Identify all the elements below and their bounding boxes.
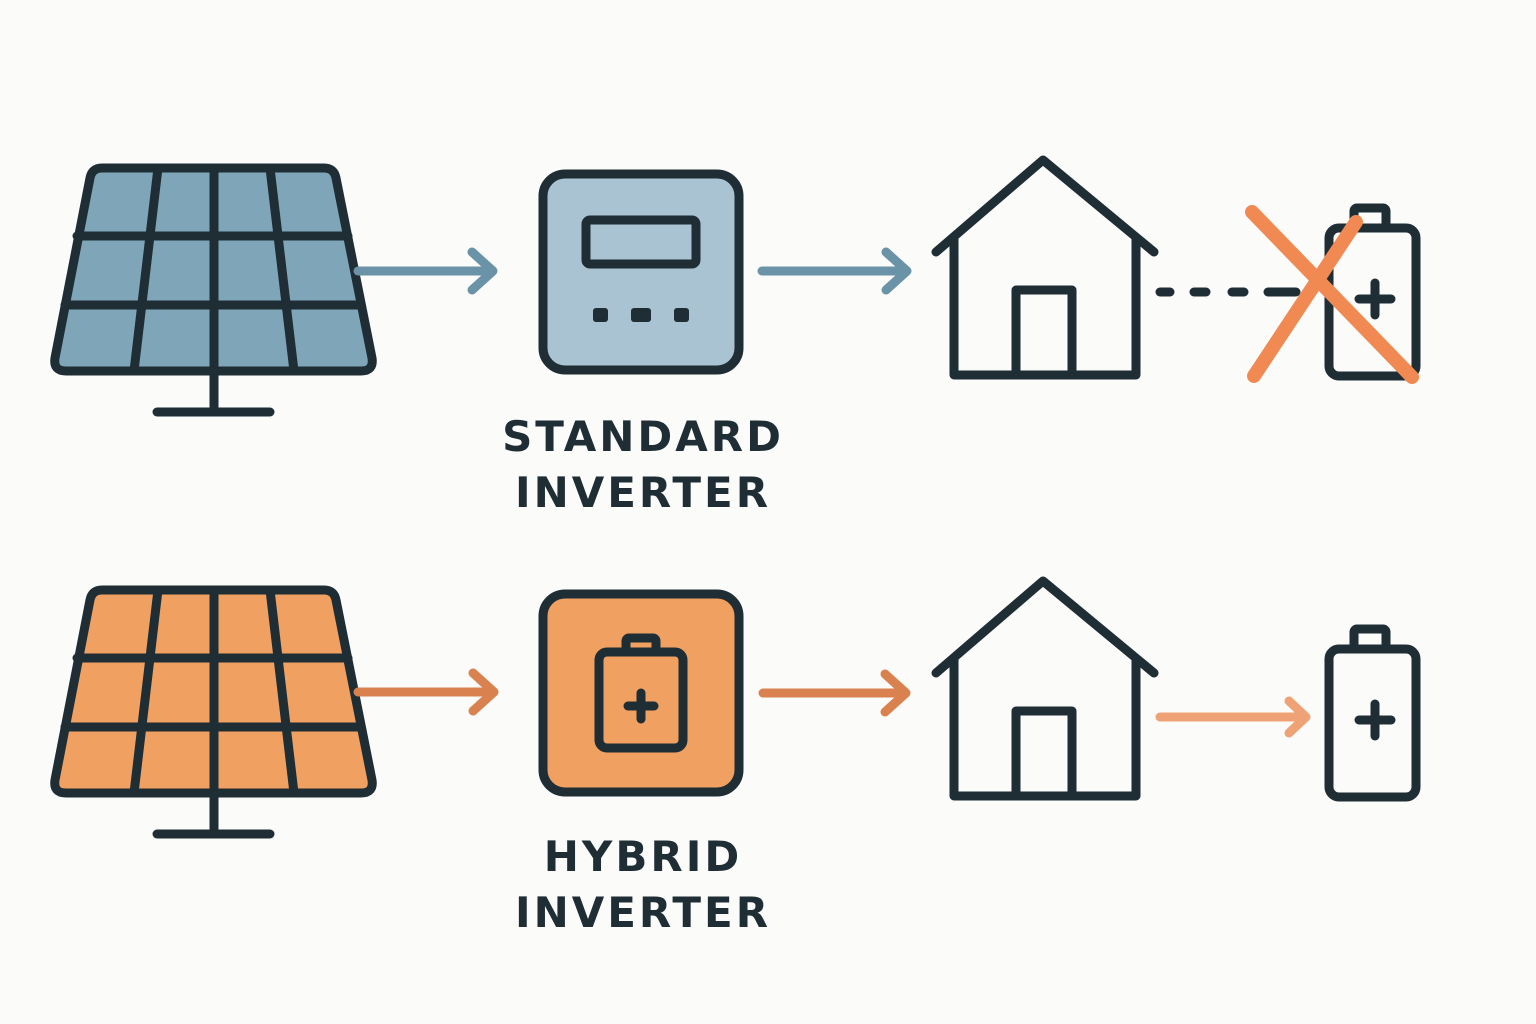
arrow-right-icon bbox=[757, 247, 912, 295]
hybrid-inverter-label-line1: HYBRID bbox=[543, 832, 743, 881]
standard-inverter-label-line1: STANDARD bbox=[502, 412, 784, 461]
arrow-right-icon bbox=[353, 668, 499, 716]
house-icon bbox=[936, 581, 1154, 796]
hybrid-inverter-label-line2: INVERTER bbox=[514, 888, 772, 937]
arrow-right-icon bbox=[353, 247, 498, 295]
solar-panel-icon bbox=[55, 590, 373, 834]
arrow-right-icon bbox=[758, 669, 911, 717]
solar-panel-icon bbox=[55, 168, 373, 412]
arrow-right-icon bbox=[1155, 696, 1311, 738]
cross-icon bbox=[1245, 205, 1419, 384]
battery-icon bbox=[1329, 629, 1416, 797]
inverter-battery-icon bbox=[538, 589, 744, 797]
house-icon bbox=[936, 160, 1154, 375]
standard-row bbox=[55, 160, 1416, 412]
standard-inverter-label-line2: INVERTER bbox=[514, 468, 772, 517]
inverter-display-icon bbox=[538, 169, 744, 375]
hybrid-row bbox=[55, 581, 1416, 834]
